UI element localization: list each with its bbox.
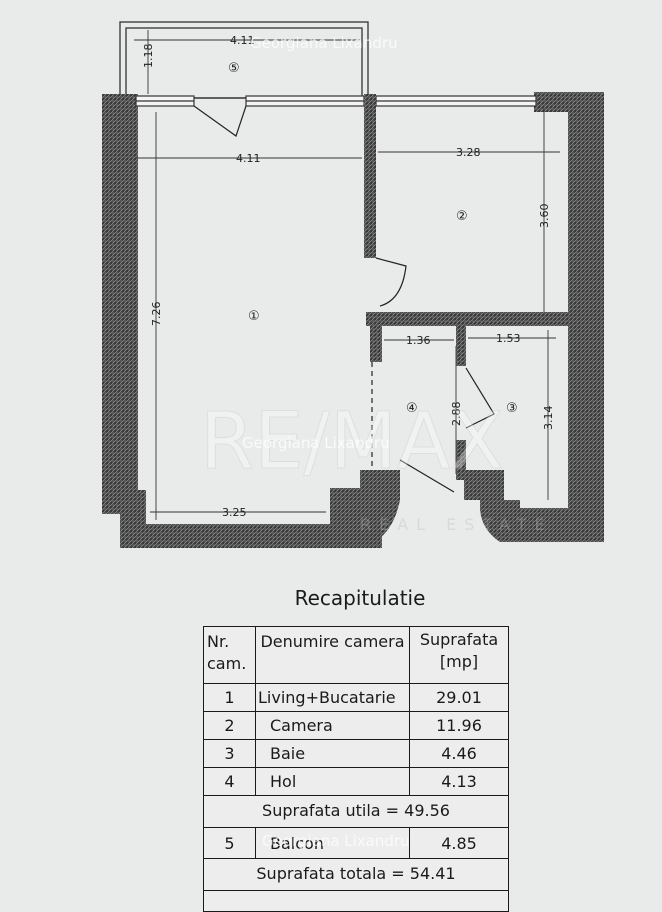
row-nr: 2 — [204, 712, 256, 739]
dim-balcony-width: 4.11 — [230, 34, 255, 47]
dim-room2-width: 3.28 — [456, 146, 481, 159]
right-top-wall — [534, 92, 604, 112]
row-nr: 4 — [204, 768, 256, 795]
dim-living-width: 4.11 — [236, 152, 261, 165]
table-row: 2 Camera 11.96 — [203, 712, 509, 740]
balcony-railing — [119, 21, 369, 99]
watermark-bottom: Georgiana Lixandru — [262, 832, 410, 850]
dim-hall-depth: 2.88 — [450, 402, 463, 427]
dim-living-bottom-width: 3.25 — [222, 506, 247, 519]
row-name: Hol — [256, 768, 410, 795]
row-name: Camera — [256, 712, 410, 739]
dim-hall-width: 1.36 — [406, 334, 431, 347]
dim-bath-width: 1.53 — [496, 332, 521, 345]
right-wall — [568, 92, 604, 542]
row-nr: 3 — [204, 740, 256, 767]
doors — [193, 105, 495, 493]
row-area: 11.96 — [436, 716, 482, 735]
total-area-row: Suprafata totala = 54.41 — [203, 859, 509, 891]
dim-bath-depth: 3.14 — [542, 406, 555, 431]
left-wall — [102, 94, 138, 514]
room-3-label: ③ — [506, 401, 518, 416]
dim-room2-depth: 3.60 — [538, 204, 551, 229]
room-4-label: ④ — [406, 401, 418, 416]
header-nr: Nr. cam. — [204, 627, 256, 683]
table-row: 1 Living+Bucatarie 29.01 — [203, 684, 509, 712]
table-row: 3 Baie 4.46 — [203, 740, 509, 768]
row-nr: 1 — [204, 684, 256, 711]
summary-title: Recapitulatie — [294, 586, 426, 610]
balcony-nr: 5 — [204, 828, 256, 858]
balcony-row: 5 Balcon 4.85 — [203, 828, 509, 859]
room-5-label: ⑤ — [228, 61, 240, 76]
floor-plan: 4.11 1.18 4.11 3.28 3.60 7.26 3.25 1.36 … — [102, 21, 604, 548]
header-area: Suprafata [mp] — [419, 630, 499, 671]
bottom-jog-wall — [330, 470, 400, 548]
dim-balcony-depth: 1.18 — [142, 44, 155, 69]
interior-walls — [364, 94, 568, 480]
summary-table: Nr. cam. Denumire camera Suprafata [mp] … — [203, 626, 509, 912]
useful-area-text: Suprafata utila = 49.56 — [262, 801, 450, 820]
useful-area-row: Suprafata utila = 49.56 — [203, 796, 509, 828]
logo-subtext: REAL ESTATE — [360, 515, 553, 534]
table-row: 4 Hol 4.13 — [203, 768, 509, 796]
row-area: 29.01 — [436, 688, 482, 707]
header-name: Denumire camera — [256, 627, 410, 683]
logo-text: RE/MAX — [200, 397, 504, 487]
total-area-text: Suprafata totala = 54.41 — [256, 864, 456, 883]
watermark-middle: Georgiana Lixandru — [242, 434, 390, 452]
exterior-walls — [102, 92, 604, 548]
dimension-lines — [134, 30, 560, 520]
balcony-area: 4.85 — [441, 834, 477, 853]
row-area: 4.46 — [441, 744, 477, 763]
dim-living-depth: 7.26 — [150, 302, 163, 327]
logo-watermark: RE/MAX REAL ESTATE — [200, 397, 553, 535]
room-1-label: ① — [248, 309, 260, 324]
row-name: Living+Bucatarie — [256, 684, 410, 711]
balcony-name: Balcon — [256, 828, 410, 858]
room-2-label: ② — [456, 209, 468, 224]
bath-left-jog — [464, 470, 504, 500]
bath-bottom-wall — [480, 500, 604, 542]
row-area: 4.13 — [441, 772, 477, 791]
watermark-top: Georgiana Lixandru — [250, 34, 398, 52]
row-name: Baie — [256, 740, 410, 767]
table-header-row: Nr. cam. Denumire camera Suprafata [mp] — [203, 626, 509, 684]
